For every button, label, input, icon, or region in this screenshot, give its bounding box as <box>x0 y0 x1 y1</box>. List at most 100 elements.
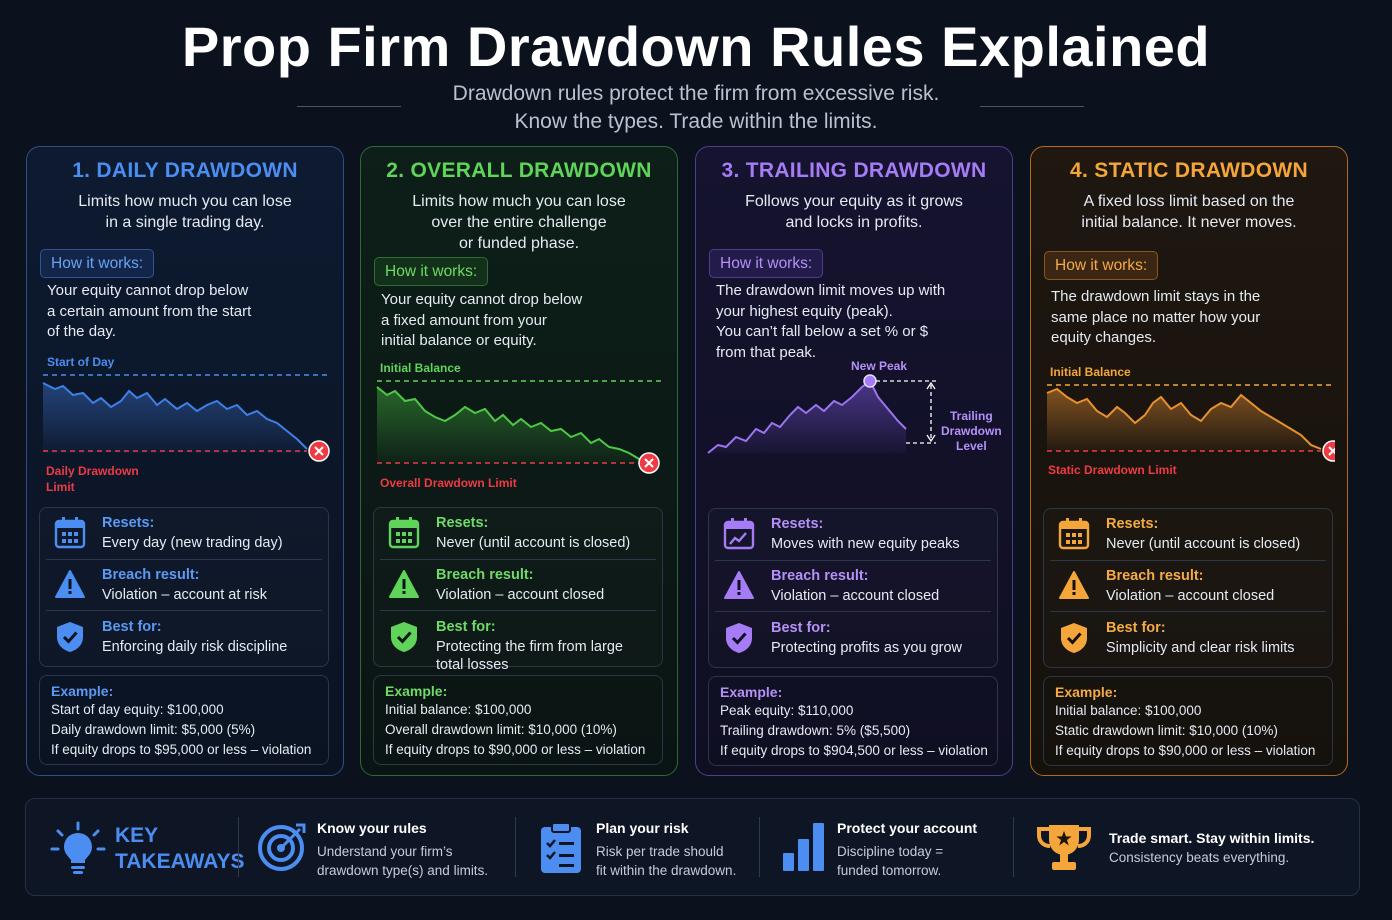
example-line: Static drawdown limit: $10,000 (10%) <box>1055 723 1278 738</box>
example-label: Example: <box>1055 684 1118 700</box>
best-line: Enforcing daily risk discipline <box>102 639 288 655</box>
page-title: Prop Firm Drawdown Rules Explained <box>181 15 1211 78</box>
level-label-line: Level <box>955 439 987 453</box>
card-title: 3. TRAILING DRAWDOWN <box>721 159 987 182</box>
warning-icon <box>55 570 85 598</box>
best-for-row: Best for: Enforcing daily risk disciplin… <box>40 612 328 662</box>
takeaway-line: Understand your firm’s <box>317 844 453 859</box>
how-it-works-text: The drawdown limit moves up with your hi… <box>716 281 1006 363</box>
calendar-icon <box>54 517 86 549</box>
takeaway-line: fit within the drawdown. <box>596 863 737 878</box>
takeaway-text: Discipline today = funded tomorrow. <box>837 842 943 880</box>
divider <box>1013 817 1014 877</box>
example-line: Initial balance: $100,000 <box>1055 703 1202 718</box>
best-for-value: Simplicity and clear risk limits <box>1106 639 1330 657</box>
rules-box: Resets: Every day (new trading day) Brea… <box>39 507 329 667</box>
how-line: Your equity cannot drop below <box>381 291 583 308</box>
best-for-row: Best for: Simplicity and clear risk limi… <box>1044 613 1332 663</box>
divider <box>759 817 760 877</box>
breach-label: Breach result: <box>771 568 869 584</box>
chart-top-label: Initial Balance <box>1050 365 1131 379</box>
best-for-value: Protecting profits as you grow <box>771 639 995 657</box>
resets-label: Resets: <box>102 515 155 531</box>
target-icon <box>258 823 306 871</box>
key-takeaways-heading: KEY TAKEAWAYS <box>115 823 245 875</box>
how-line: a fixed amount from your <box>381 311 547 329</box>
equity-area <box>43 383 307 453</box>
best-line: Simplicity and clear risk limits <box>1106 640 1295 656</box>
desc-line: initial balance. It never moves. <box>1081 214 1297 231</box>
resets-row: Resets: Moves with new equity peaks <box>709 509 997 559</box>
equity-area <box>1047 389 1321 451</box>
takeaway-text: Consistency beats everything. <box>1109 848 1289 867</box>
new-peak-marker <box>863 374 877 388</box>
how-it-works-text: Your equity cannot drop below a certain … <box>47 281 327 343</box>
breach-row: Breach result: Violation – account close… <box>709 561 997 611</box>
clipboard-checklist-icon <box>541 822 581 873</box>
resets-value: Never (until account is closed) <box>1106 536 1301 552</box>
example-line: Trailing drawdown: 5% ($5,500) <box>720 723 911 738</box>
example-box: Example: Peak equity: $110,000 Trailing … <box>708 676 998 766</box>
desc-line: Limits how much you can lose <box>412 193 626 210</box>
warning-icon <box>1059 571 1089 599</box>
divider <box>515 817 516 877</box>
example-label: Example: <box>720 684 783 700</box>
chart-svg <box>1046 384 1335 462</box>
chart-svg <box>376 380 663 474</box>
subtitle-line-1: Drawdown rules protect the firm from exc… <box>452 82 940 105</box>
resets-value: Every day (new trading day) <box>102 535 283 551</box>
divider <box>1050 560 1326 561</box>
example-line: If equity drops to $904,500 or less – vi… <box>720 743 988 758</box>
example-line: Overall drawdown limit: $10,000 (10%) <box>385 722 617 737</box>
resets-label: Resets: <box>771 516 824 532</box>
example-label: Example: <box>385 683 448 699</box>
takeaway-line: Discipline today = <box>837 844 944 859</box>
card-description: Limits how much you can lose in a single… <box>37 191 333 233</box>
card-trailing-drawdown: 3. TRAILING DRAWDOWN Follows your equity… <box>695 146 1013 776</box>
chart-limit-label: Daily Drawdown Limit <box>46 463 139 495</box>
card-description: Limits how much you can lose over the en… <box>371 191 667 254</box>
equity-area <box>708 381 906 453</box>
desc-line: and locks in profits. <box>785 214 923 231</box>
best-for-label: Best for: <box>771 620 831 636</box>
warning-icon <box>389 570 419 598</box>
breach-value: Violation – account closed <box>771 588 940 604</box>
example-line: If equity drops to $90,000 or less – vio… <box>1055 743 1316 758</box>
card-title: 1. DAILY DRAWDOWN <box>72 159 298 182</box>
card-description: Follows your equity as it grows and lock… <box>706 191 1002 233</box>
takeaway-line: Risk per trade should <box>596 844 724 859</box>
example-line: If equity drops to $90,000 or less – vio… <box>385 742 646 757</box>
card-description: A fixed loss limit based on the initial … <box>1041 191 1337 233</box>
how-it-works-badge: How it works: <box>1044 251 1159 280</box>
best-for-label: Best for: <box>102 619 162 635</box>
equity-line <box>1046 387 1322 450</box>
takeaway-line: Consistency beats everything. <box>1109 850 1290 865</box>
calendar-chart-icon <box>723 518 755 550</box>
takeaway-heading: Protect your account <box>837 820 978 836</box>
resets-row: Resets: Every day (new trading day) <box>40 508 328 558</box>
trailing-drawdown-chart: New Peak Trailing Drawdown Level <box>706 357 1011 507</box>
card-static-drawdown: 4. STATIC DRAWDOWN A fixed loss limit ba… <box>1030 146 1348 776</box>
daily-drawdown-chart: Start of Day Daily Drawdown Limit <box>41 353 331 503</box>
best-line: Protecting the firm from large <box>436 639 623 655</box>
breach-row: Breach result: Violation – account at ri… <box>40 560 328 610</box>
example-line: Initial balance: $100,000 <box>385 702 532 717</box>
takeaway-line: funded tomorrow. <box>837 863 942 878</box>
best-line: total losses <box>436 657 509 673</box>
breach-label: Breach result: <box>1106 568 1204 584</box>
resets-label: Resets: <box>436 515 489 531</box>
desc-line: over the entire challenge <box>431 214 607 231</box>
best-for-value: Protecting the firm from large total los… <box>436 638 660 674</box>
divider <box>1050 611 1326 612</box>
limit-label-line: Limit <box>46 480 75 494</box>
trophy-icon <box>1037 825 1091 870</box>
bar-chart-icon <box>783 823 824 871</box>
how-it-works-text: Your equity cannot drop below a fixed am… <box>381 290 661 352</box>
how-line: same place no matter how your <box>1051 308 1261 326</box>
rules-box: Resets: Never (until account is closed) … <box>1043 508 1333 668</box>
static-drawdown-chart: Initial Balance Static Drawdown Limit <box>1045 363 1335 513</box>
how-line: The drawdown limit stays in the <box>1051 288 1261 305</box>
example-line: Daily drawdown limit: $5,000 (5%) <box>51 722 256 737</box>
key-takeaways-bar: KEY TAKEAWAYS Know your rules Understand… <box>25 798 1360 896</box>
chart-limit-label: Static Drawdown Limit <box>1048 463 1177 477</box>
